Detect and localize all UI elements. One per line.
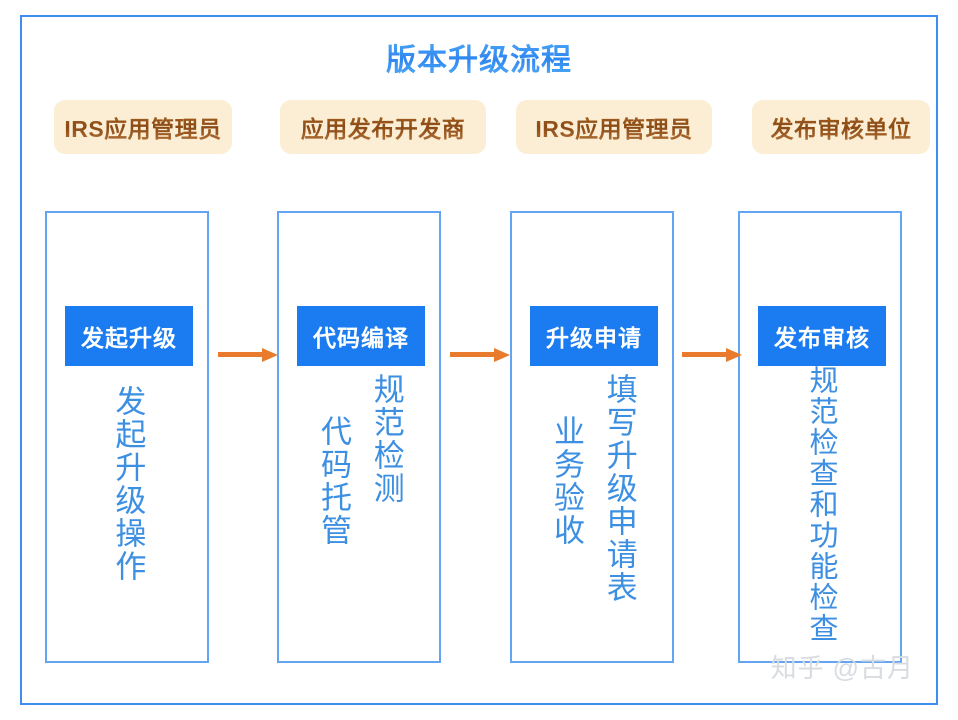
arrow-head — [262, 348, 278, 362]
arrow-shaft — [218, 352, 264, 357]
lane-code-compile: 代码编译 规范检测 代码托管 — [277, 211, 441, 663]
lane-text-column: 发起升级操作 — [110, 385, 146, 583]
arrow-head — [494, 348, 510, 362]
role-chip-app-developer: 应用发布开发商 — [280, 100, 486, 154]
flow-arrow-icon — [450, 348, 512, 362]
lane-text-column: 代码托管 — [316, 415, 351, 547]
lane-publish-review: 发布审核 规范检查和功能检查 — [738, 211, 902, 663]
stage-header-code-compile: 代码编译 — [297, 306, 425, 366]
role-chip-label: 应用发布开发商 — [301, 110, 466, 144]
lane-body-text: 发起升级操作 — [47, 385, 207, 673]
lane-text-column: 规范检测 — [368, 373, 404, 505]
role-lane-header-row: IRS应用管理员 应用发布开发商 IRS应用管理员 发布审核单位 — [36, 100, 930, 156]
stage-header-label: 升级申请 — [546, 325, 642, 351]
lane-text-column: 规范检查和功能检查 — [804, 365, 837, 644]
watermark: 知乎 @古月 — [771, 648, 914, 685]
lane-body-text: 规范检测 代码托管 — [279, 373, 439, 661]
stage-header-upgrade-application: 升级申请 — [530, 306, 658, 366]
flow-arrow-icon — [682, 348, 744, 362]
role-chip-irs-admin-1: IRS应用管理员 — [54, 100, 232, 154]
stage-header-label: 发起升级 — [81, 325, 177, 351]
lane-text-column: 业务验收 — [549, 415, 584, 547]
lane-initiate-upgrade: 发起升级 发起升级操作 — [45, 211, 209, 663]
diagram-frame: 版本升级流程 IRS应用管理员 应用发布开发商 IRS应用管理员 发布审核单位 … — [20, 15, 938, 705]
lane-upgrade-application: 升级申请 填写升级申请表 业务验收 — [510, 211, 674, 663]
lane-body-text: 填写升级申请表 业务验收 — [512, 373, 672, 661]
lane-text-column: 填写升级申请表 — [601, 373, 637, 604]
stage-header-label: 代码编译 — [313, 325, 409, 351]
stage-header-publish-review: 发布审核 — [758, 306, 886, 366]
watermark-site: 知乎 — [770, 653, 825, 683]
role-chip-review-unit: 发布审核单位 — [752, 100, 930, 154]
stage-header-initiate-upgrade: 发起升级 — [65, 306, 193, 366]
page-title: 版本升级流程 — [22, 35, 936, 79]
role-chip-label: 发布审核单位 — [771, 110, 912, 144]
arrow-head — [726, 348, 742, 362]
lane-body-text: 规范检查和功能检查 — [740, 365, 900, 661]
arrow-shaft — [682, 352, 728, 357]
flow-arrow-icon — [218, 348, 280, 362]
stage-header-label: 发布审核 — [774, 325, 870, 351]
role-chip-label: IRS应用管理员 — [535, 110, 692, 144]
watermark-handle: @古月 — [832, 653, 914, 683]
arrow-shaft — [450, 352, 496, 357]
role-chip-label: IRS应用管理员 — [64, 110, 221, 144]
process-lanes: 发起升级 发起升级操作 代码编译 规范检测 代码托管 升级申请 填写升级申请表 … — [22, 17, 936, 703]
role-chip-irs-admin-2: IRS应用管理员 — [516, 100, 712, 154]
